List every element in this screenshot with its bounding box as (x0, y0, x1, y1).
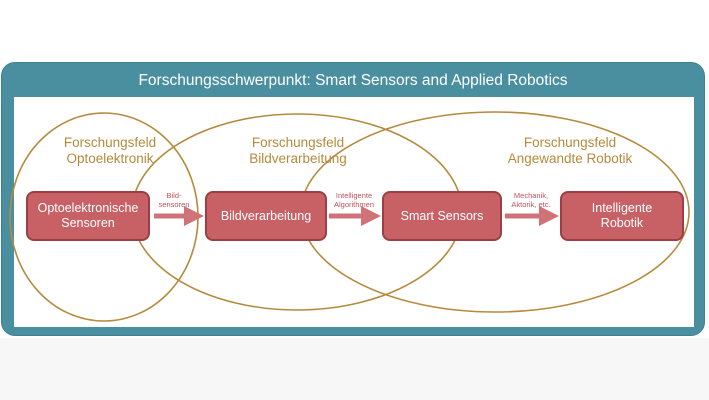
arrow-label-line2: sensoren (158, 200, 190, 209)
box-label-line1: Bildverarbeitung (220, 208, 312, 223)
box-smart-sensors: Smart Sensors (382, 191, 502, 241)
box-label-line2: Sensoren (61, 216, 115, 230)
field-title-line2: Bildverarbeitung (249, 151, 347, 166)
arrow-label-line1: Intelligente (335, 191, 373, 200)
field-title-bildverarbeitung: Forschungsfeld Bildverarbeitung (218, 135, 378, 167)
diagram-title: Forschungsschwerpunkt: Smart Sensors and… (138, 72, 568, 89)
box-label-line1: Smart Sensors (400, 208, 484, 223)
box-intelligente-robotik: Intelligente Robotik (560, 191, 684, 241)
field-title-line1: Forschungsfeld (63, 135, 157, 150)
arrow-label-mechanik: Mechanik, Aktorik, etc. (502, 191, 560, 209)
arrow-label-line1: Bild- (166, 191, 182, 200)
field-title-line1: Forschungsfeld (523, 135, 617, 150)
box-label-line2: Robotik (600, 216, 644, 230)
field-title-line1: Forschungsfeld (251, 135, 345, 150)
field-title-optoelektronik: Forschungsfeld Optoelektronik (40, 135, 180, 167)
arrow-label-bildsensoren: Bild- sensoren (150, 191, 198, 209)
arrow-label-algorithmen: Intelligente Algorithmen (326, 191, 382, 209)
field-title-robotik: Forschungsfeld Angewandte Robotik (480, 135, 660, 167)
field-title-line2: Optoelektronik (66, 151, 154, 166)
field-title-line2: Angewandte Robotik (507, 151, 633, 166)
box-optoelektronische-sensoren: Optoelektronische Sensoren (26, 191, 150, 241)
arrow-label-line1: Mechanik, (513, 191, 549, 200)
box-label-line1: Optoelektronische (37, 201, 139, 215)
bottom-band (0, 338, 709, 400)
arrow-label-line2: Algorithmen (333, 200, 375, 209)
box-bildverarbeitung: Bildverarbeitung (205, 191, 327, 241)
arrow-label-line2: Aktorik, etc. (511, 200, 551, 209)
box-label-line1: Intelligente (591, 201, 653, 215)
